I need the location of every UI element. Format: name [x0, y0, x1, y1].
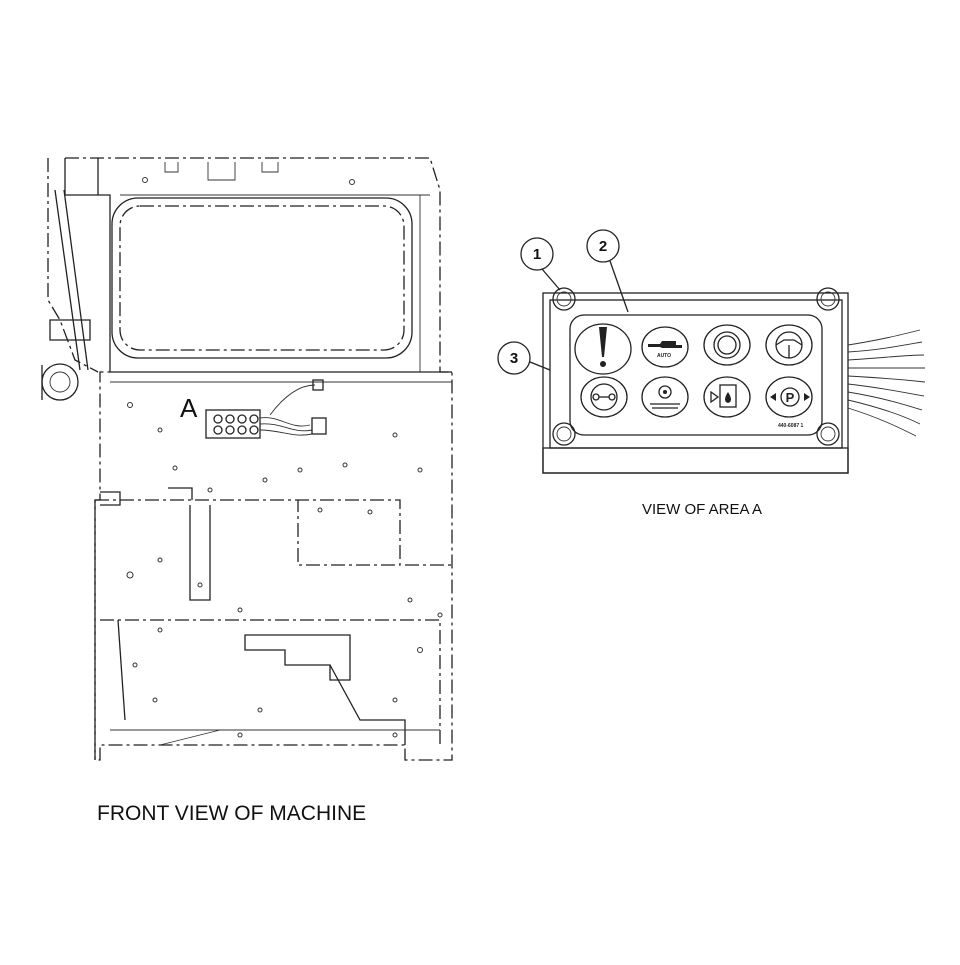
- callout-1-number: 1: [533, 246, 541, 263]
- detail-view-caption: VIEW OF AREA A: [642, 501, 763, 518]
- callout-3: 3: [497, 341, 551, 375]
- machine-front-view: [41, 157, 453, 761]
- engine-start-icon: [703, 324, 751, 366]
- callout-1: 1: [520, 237, 561, 291]
- area-a-switch-panel: [205, 379, 327, 439]
- auto-lube-icon: AUTO: [641, 326, 689, 368]
- area-a-detail-view: AUTO: [497, 229, 926, 474]
- front-view-caption: FRONT VIEW OF MACHINE: [97, 802, 367, 825]
- callout-2: 2: [586, 229, 629, 313]
- area-a-marker: A: [180, 393, 198, 423]
- auto-label: AUTO: [657, 353, 671, 359]
- axle-icon: [580, 376, 628, 418]
- wire-harness: [847, 329, 926, 437]
- ride-control-icon: [641, 376, 689, 418]
- callout-2-number: 2: [599, 238, 607, 255]
- fluid-level-icon: [703, 376, 751, 418]
- mounting-bolts: [552, 287, 840, 446]
- steering-wheel-icon: [765, 324, 813, 366]
- warning-exclamation-icon: [574, 323, 632, 375]
- callout-3-number: 3: [510, 350, 518, 367]
- part-number: 440-6087 1: [778, 423, 804, 429]
- parking-label: P: [786, 390, 795, 405]
- parking-brake-icon: P: [765, 376, 813, 418]
